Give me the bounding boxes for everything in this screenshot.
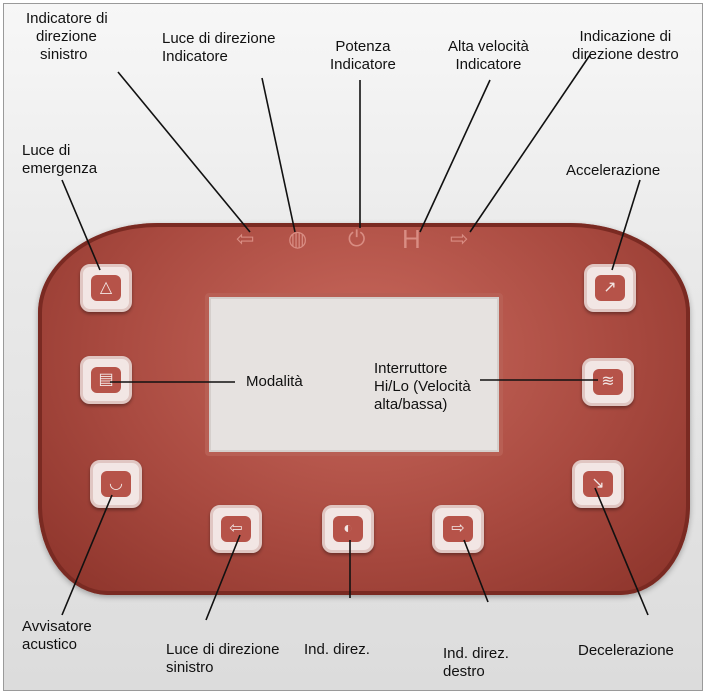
leader-hazard — [61, 179, 101, 271]
label-power-indicator: Potenza Indicatore — [330, 38, 396, 73]
label-right-turn-indicator: Indicazione di direzione destro — [572, 28, 679, 63]
hazard-button[interactable]: △ — [80, 264, 132, 312]
power-indicator-icon: ⏻ — [348, 226, 366, 251]
left-arrow-icon: ⇦ — [221, 516, 251, 542]
leader-left-turn-indicator — [117, 71, 251, 233]
label-left-turn-indicator: Indicatore di direzione sinistro — [26, 10, 108, 63]
hilo-icon: ≋ — [593, 369, 623, 395]
leader-acceleration — [611, 179, 641, 271]
label-deceleration: Decelerazione — [578, 642, 674, 659]
leader-light-indicator — [261, 77, 296, 233]
hazard-icon: △ — [91, 275, 121, 301]
leader-deceleration — [594, 487, 649, 616]
right-turn-indicator-icon: ⇨ — [450, 226, 469, 251]
hilo-switch-button[interactable]: ≋ — [582, 358, 634, 406]
display-screen — [205, 293, 503, 456]
headlight-icon: ◐ — [333, 516, 363, 542]
turn-light-button[interactable]: ◐ — [322, 505, 374, 553]
label-high-speed-indicator: Alta velocità Indicatore — [448, 38, 529, 73]
label-right-turn-button: Ind. direz. destro — [443, 645, 509, 680]
label-left-turn-button: Luce di direzione sinistro — [166, 641, 280, 676]
right-turn-button[interactable]: ⇨ — [432, 505, 484, 553]
horn-icon: ◡ — [101, 471, 131, 497]
label-horn: Avvisatore acustico — [22, 618, 92, 653]
leader-right-turn-indicator — [469, 54, 591, 233]
left-turn-button[interactable]: ⇦ — [210, 505, 262, 553]
label-turn-button: Ind. direz. — [304, 641, 370, 658]
leader-left-turn-button — [205, 534, 241, 621]
label-acceleration: Accelerazione — [566, 162, 661, 179]
right-arrow-icon: ⇨ — [443, 516, 473, 542]
leader-right-turn-button — [463, 539, 489, 603]
mode-button[interactable]: ▤ — [80, 356, 132, 404]
left-turn-indicator-icon: ⇦ — [236, 226, 255, 251]
leader-horn — [61, 494, 113, 616]
horn-button[interactable]: ◡ — [90, 460, 142, 508]
label-turn-light-indicator: Luce di direzione Indicatore — [162, 30, 276, 65]
leader-high-speed-indicator — [419, 79, 491, 233]
label-hilo-switch: Interruttore Hi/Lo (Velocità alta/bassa) — [374, 360, 471, 413]
deceleration-button[interactable]: ↘ — [572, 460, 624, 508]
acceleration-button[interactable]: ↗ — [584, 264, 636, 312]
label-mode: Modalità — [246, 373, 303, 390]
light-indicator-icon: ◍ — [288, 226, 308, 251]
acceleration-icon: ↗ — [595, 275, 625, 301]
high-speed-indicator-icon: H — [402, 224, 421, 254]
label-hazard: Luce di emergenza — [22, 142, 98, 177]
deceleration-icon: ↘ — [583, 471, 613, 497]
mode-icon: ▤ — [91, 367, 121, 393]
